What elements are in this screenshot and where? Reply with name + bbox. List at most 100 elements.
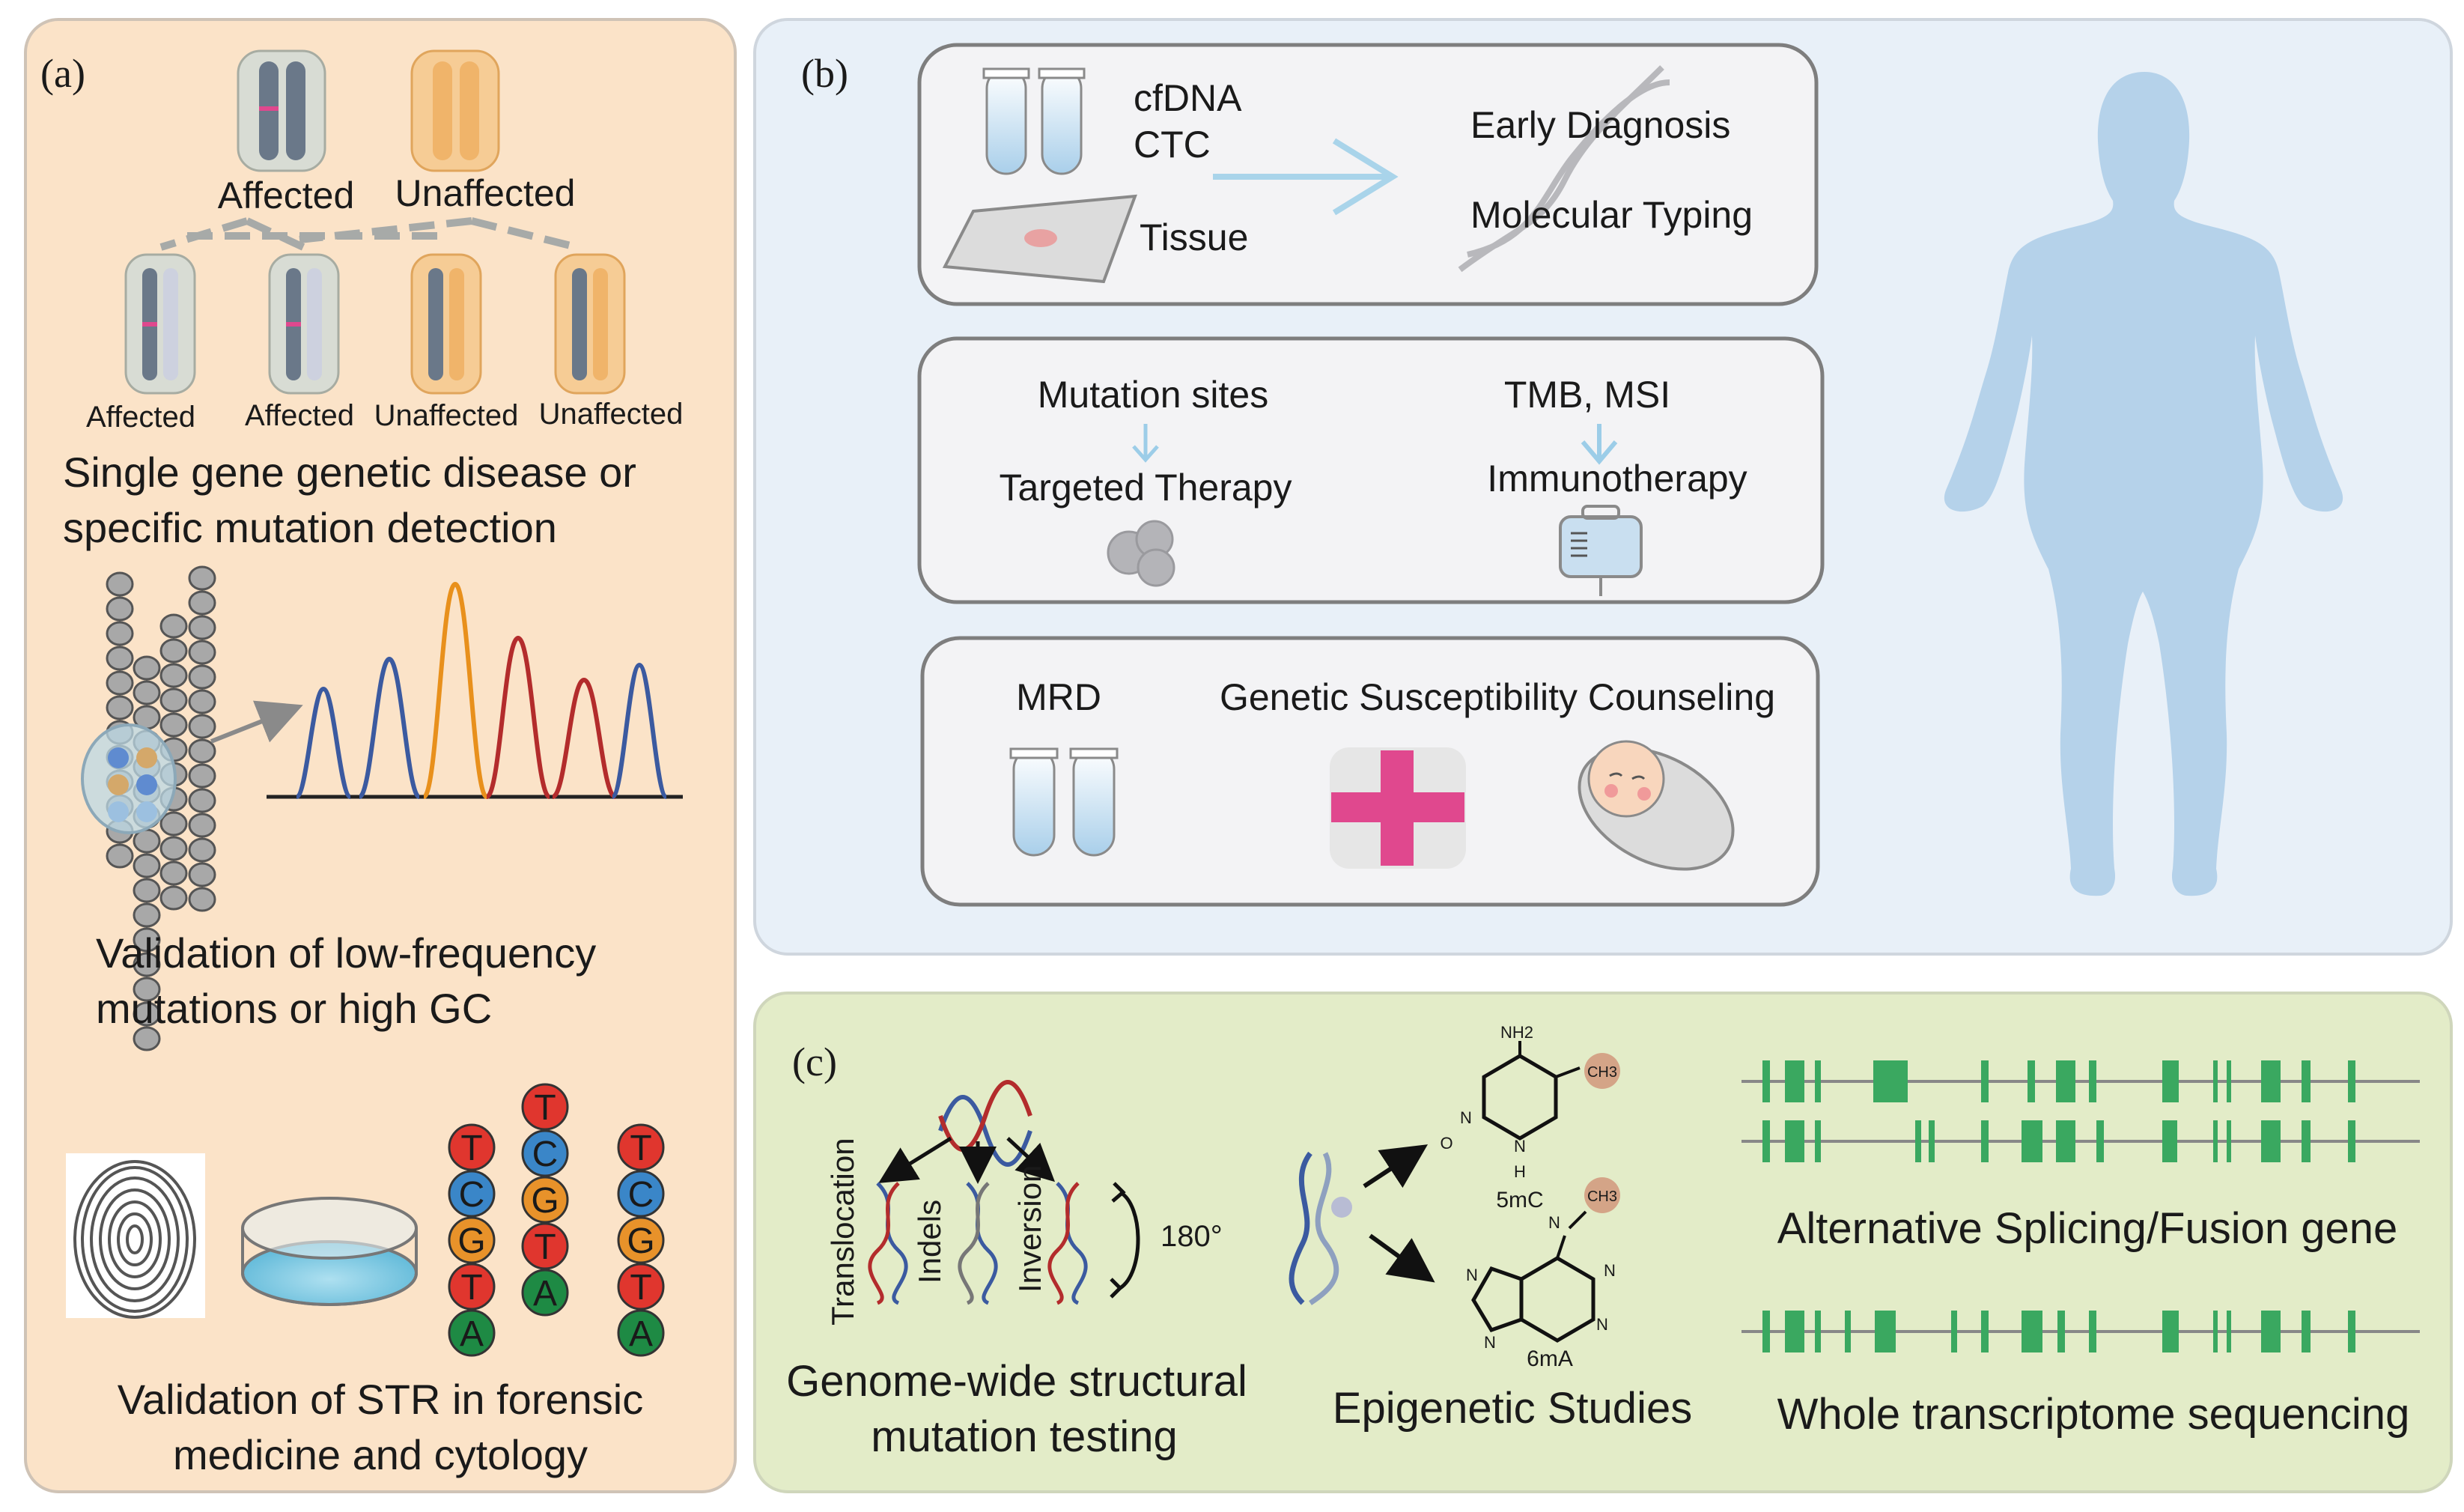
inversion-label: Inversion [1012, 1165, 1047, 1293]
panel-b-label: (b) [801, 51, 848, 96]
str-bead: T [617, 1263, 665, 1311]
exon [2213, 1060, 2218, 1102]
child-1-icon [124, 253, 196, 395]
exon [1785, 1060, 1804, 1102]
zoom-arrow [210, 700, 303, 744]
svg-text:T: T [630, 1129, 651, 1168]
bead [188, 615, 216, 640]
baby-icon [1578, 740, 1735, 871]
peak-4 [485, 635, 551, 799]
panel-a-title-line2: specific mutation detection [63, 504, 557, 551]
bead [188, 590, 216, 616]
peak-6 [610, 662, 669, 799]
str-bead: G [448, 1216, 496, 1264]
str-bead: A [617, 1309, 665, 1357]
panel-a-label: (a) [40, 51, 85, 96]
child-label-3: Unaffected [374, 399, 519, 432]
validation-line1: Validation of low-frequency [96, 929, 596, 977]
svg-text:C: C [532, 1135, 559, 1174]
exon [2162, 1060, 2179, 1102]
bead [133, 952, 161, 977]
bead [133, 853, 161, 878]
panel-a-title-line1: Single gene genetic disease or [63, 449, 636, 496]
svg-text:T: T [460, 1129, 482, 1168]
panel-c-label: (c) [792, 1039, 837, 1084]
methyl-marker [1331, 1197, 1352, 1218]
mutation-sites-label: Mutation sites [1038, 374, 1268, 416]
str-bead: T [448, 1123, 496, 1171]
exon [1875, 1311, 1896, 1352]
str-line2: medicine and cytology [173, 1431, 588, 1478]
output-molecular-typing: Molecular Typing [1470, 194, 1753, 236]
svg-text:T: T [534, 1088, 556, 1128]
svg-text:A: A [629, 1314, 653, 1354]
exon [1929, 1120, 1935, 1162]
down-arrow-left-icon [1132, 424, 1159, 463]
exon [2213, 1120, 2218, 1162]
bead [159, 638, 188, 664]
tissue-slide-icon [942, 194, 1137, 284]
sv-helices [868, 1182, 1088, 1305]
exon [1981, 1120, 1989, 1162]
peak-2 [357, 656, 422, 799]
bead [106, 621, 134, 646]
6ma-molecule: CH3 N N N N N 6mA [1466, 1177, 1620, 1371]
exon [2348, 1311, 2355, 1352]
exon [1915, 1120, 1921, 1162]
exon [2089, 1060, 2096, 1102]
svg-text:T: T [534, 1227, 556, 1267]
test-tubes-icon [982, 67, 1086, 175]
sv-title-line2: mutation testing [871, 1412, 1177, 1461]
epi-title: Epigenetic Studies [1333, 1384, 1692, 1433]
child-label-4: Unaffected [539, 398, 684, 431]
exon [2227, 1311, 2231, 1352]
5mc-ch3: CH3 [1587, 1064, 1617, 1081]
arrow-to-6ma [1369, 1233, 1435, 1283]
iv-bag-icon [1559, 505, 1643, 596]
pills-icon [1107, 520, 1175, 587]
exon [1762, 1120, 1770, 1162]
exon [2261, 1060, 2281, 1102]
6ma-ch3: CH3 [1587, 1188, 1617, 1205]
bead [188, 689, 216, 714]
bead [159, 687, 188, 713]
exon [2348, 1060, 2355, 1102]
str-bead: C [521, 1129, 569, 1177]
svg-text:T: T [630, 1268, 651, 1308]
str-bead: C [448, 1170, 496, 1218]
bead [188, 788, 216, 813]
exon [1815, 1311, 1821, 1352]
bead [188, 837, 216, 863]
exon [2089, 1311, 2096, 1352]
str-bead: C [617, 1170, 665, 1218]
str-bead: A [521, 1269, 569, 1317]
down-arrow-right-icon [1581, 424, 1618, 465]
human-body-silhouette [1944, 72, 2343, 896]
exon [1815, 1060, 1821, 1102]
child-2-icon [268, 253, 340, 395]
bead [188, 565, 216, 591]
exon [2261, 1120, 2281, 1162]
child-4-icon [554, 253, 626, 395]
bead [188, 763, 216, 789]
transcript-track [1741, 1311, 2420, 1352]
bead [159, 860, 188, 886]
splicing-title: Alternative Splicing/Fusion gene [1777, 1204, 2398, 1253]
translocation-label: Translocation [825, 1138, 860, 1326]
exon [2348, 1120, 2355, 1162]
svg-text:C: C [628, 1175, 654, 1215]
bead [106, 843, 134, 869]
input-cfdna: cfDNA [1134, 77, 1242, 119]
transcriptome-title: Whole transcriptome sequencing [1777, 1390, 2410, 1439]
exon [2162, 1120, 2177, 1162]
6ma-name: 6mA [1527, 1346, 1573, 1371]
5mc-nh2: NH2 [1500, 1023, 1533, 1042]
transcript-track [1741, 1060, 2420, 1102]
exon [2302, 1120, 2311, 1162]
exon [1981, 1311, 1989, 1352]
dna-helix-icon [1458, 65, 1670, 273]
right-arrow-icon [1213, 138, 1399, 216]
exon [1951, 1311, 1957, 1352]
svg-text:T: T [460, 1268, 482, 1308]
